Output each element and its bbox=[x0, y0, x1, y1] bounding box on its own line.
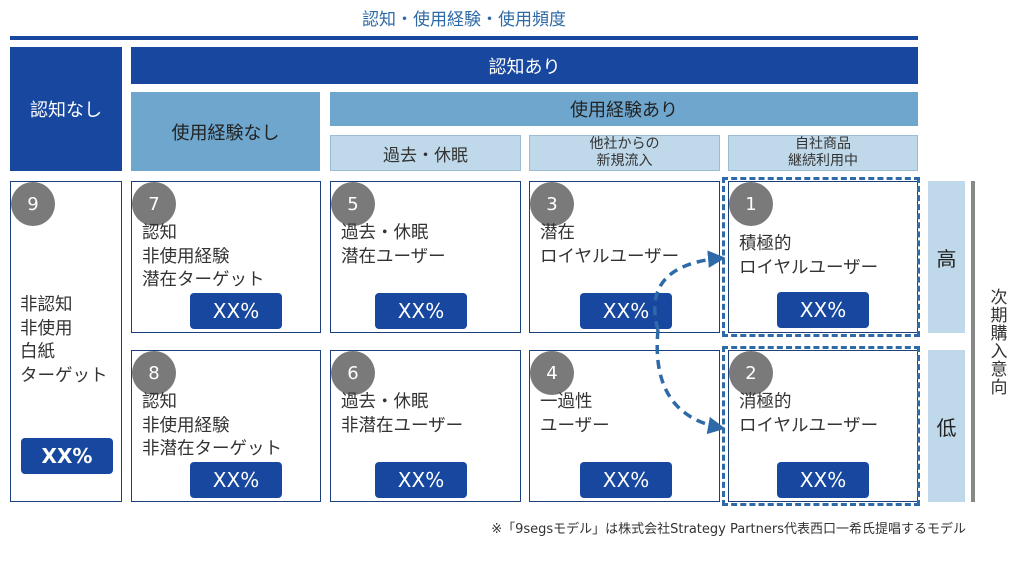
segment-4: 4 一過性 ユーザー XX% bbox=[529, 350, 720, 502]
segment-2: 2 消極的 ロイヤルユーザー XX% bbox=[728, 350, 918, 502]
segment-number-badge: 2 bbox=[729, 351, 773, 395]
footnote: ※「9segsモデル」は株式会社Strategy Partners代表西口一希氏… bbox=[491, 522, 966, 537]
segment-number-badge: 7 bbox=[132, 182, 176, 226]
header-no-awareness: 認知なし bbox=[10, 47, 122, 171]
intent-low: 低 bbox=[928, 350, 965, 502]
segment-value-badge: XX% bbox=[777, 462, 869, 498]
diagram-title: 認知・使用経験・使用頻度 bbox=[362, 10, 566, 30]
segment-label: 非認知 非使用 白紙 ターゲット bbox=[20, 295, 108, 386]
highlight-frame-segment-2 bbox=[722, 346, 920, 506]
header-awareness: 認知あり bbox=[131, 47, 918, 84]
segment-label: 過去・休眠 非潜在ユーザー bbox=[341, 392, 464, 436]
header-past-dormant: 過去・休眠 bbox=[330, 135, 521, 171]
segment-number-badge: 4 bbox=[530, 351, 574, 395]
segment-6: 6 過去・休眠 非潜在ユーザー XX% bbox=[330, 350, 521, 502]
highlight-frame-segment-1 bbox=[722, 177, 920, 337]
segment-value-badge: XX% bbox=[580, 462, 672, 498]
segment-number-badge: 5 bbox=[331, 182, 375, 226]
segment-label: 認知 非使用経験 非潜在ターゲット bbox=[142, 392, 282, 459]
segment-7: 7 認知 非使用経験 潜在ターゲット XX% bbox=[131, 181, 321, 333]
header-no-experience: 使用経験なし bbox=[131, 92, 320, 171]
segment-number-badge: 3 bbox=[530, 182, 574, 226]
segment-label: 消極的 ロイヤルユーザー bbox=[739, 392, 879, 436]
segment-value-badge: XX% bbox=[190, 293, 282, 329]
header-continuing-use: 自社商品 継続利用中 bbox=[728, 135, 918, 171]
segment-number-badge: 9 bbox=[11, 182, 55, 226]
intent-axis-line bbox=[971, 181, 975, 502]
segment-label: 過去・休眠 潜在ユーザー bbox=[341, 223, 446, 267]
intent-axis-label: 次期購入意向 bbox=[986, 287, 1007, 396]
segment-value-badge: XX% bbox=[375, 462, 467, 498]
segment-5: 5 過去・休眠 潜在ユーザー XX% bbox=[330, 181, 521, 333]
segment-label: 認知 非使用経験 潜在ターゲット bbox=[142, 223, 265, 290]
segment-number-badge: 1 bbox=[729, 182, 773, 226]
segment-8: 8 認知 非使用経験 非潜在ターゲット XX% bbox=[131, 350, 321, 502]
segment-value-badge: XX% bbox=[375, 293, 467, 329]
segment-value-badge: XX% bbox=[777, 292, 869, 328]
segment-3: 3 潜在 ロイヤルユーザー XX% bbox=[529, 181, 720, 333]
title-underline bbox=[10, 36, 918, 40]
segment-9: 9 非認知 非使用 白紙 ターゲット XX% bbox=[10, 181, 122, 502]
segment-label: 潜在 ロイヤルユーザー bbox=[540, 223, 680, 267]
segment-number-badge: 6 bbox=[331, 351, 375, 395]
segment-value-badge: XX% bbox=[190, 462, 282, 498]
segment-number-badge: 8 bbox=[132, 351, 176, 395]
segment-label: 一過性 ユーザー bbox=[540, 392, 610, 436]
intent-high: 高 bbox=[928, 181, 965, 333]
segment-value-badge: XX% bbox=[580, 293, 672, 329]
header-experience: 使用経験あり bbox=[330, 92, 918, 126]
header-from-competitor: 他社からの 新規流入 bbox=[529, 135, 720, 171]
segment-1: 1 積極的 ロイヤルユーザー XX% bbox=[728, 181, 918, 333]
segment-label: 積極的 ロイヤルユーザー bbox=[739, 234, 879, 278]
segment-value-badge: XX% bbox=[21, 438, 113, 474]
